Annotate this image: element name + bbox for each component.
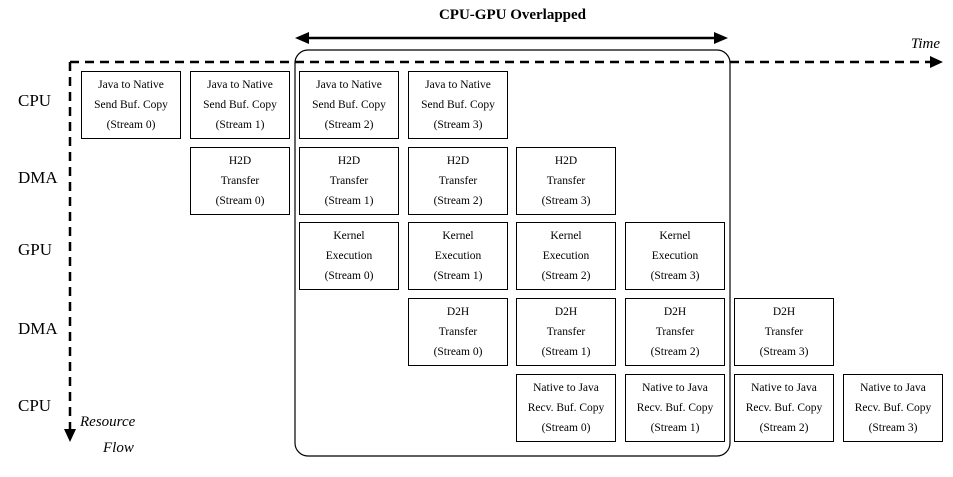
row-label-cpu-send: CPU [18,91,52,110]
block-text-line: (Stream 2) [759,422,809,434]
block-text-line: Transfer [438,175,478,187]
block-text-line: D2H [554,306,578,318]
block-text-line: Kernel [659,230,691,242]
pipeline-block: D2H Transfer (Stream 3) [734,298,834,366]
block-text-line: Recv. Buf. Copy [745,402,823,414]
block-text-line: Execution [651,250,699,262]
overlap-title: CPU-GPU Overlapped [438,7,587,23]
overlap-arrow-left-head [295,32,309,44]
row-label-dma-h2d: DMA [18,168,58,187]
resource-axis-arrowhead [64,429,76,442]
block-text-line: (Stream 2) [541,270,591,282]
block-text-line: (Stream 3) [759,346,809,358]
block-text-line: (Stream 0) [215,195,265,207]
block-text-line: Java to Native [316,79,382,91]
block-text-line: Transfer [546,326,586,338]
time-axis-arrowhead [930,56,943,68]
block-text-line: Recv. Buf. Copy [636,402,714,414]
block-text-line: Execution [325,250,373,262]
overlap-region-box [294,49,731,457]
block-text-line: Execution [434,250,482,262]
block-text-line: D2H [446,306,470,318]
pipeline-block: D2H Transfer (Stream 1) [516,298,616,366]
overlap-arrow-right-head [714,32,728,44]
block-text-line: Java to Native [98,79,164,91]
block-text-line: Java to Native [425,79,491,91]
block-text-line: D2H [772,306,796,318]
resource-axis-label-line2: Flow [103,440,134,456]
block-text-line: Execution [542,250,590,262]
block-text-line: Transfer [764,326,804,338]
block-text-line: Transfer [546,175,586,187]
pipeline-block: D2H Transfer (Stream 2) [625,298,725,366]
block-text-line: Native to Java [642,382,708,394]
block-text-line: (Stream 3) [650,270,700,282]
block-text-line: H2D [337,155,361,167]
block-text-line: (Stream 3) [541,195,591,207]
pipeline-block: D2H Transfer (Stream 0) [408,298,508,366]
block-text-line: Transfer [655,326,695,338]
pipeline-block: H2D Transfer (Stream 2) [408,147,508,215]
block-text-line: (Stream 2) [433,195,483,207]
block-text-line: Native to Java [533,382,599,394]
block-text-line: (Stream 1) [650,422,700,434]
block-text-line: (Stream 1) [433,270,483,282]
block-text-line: Transfer [220,175,260,187]
block-text-line: (Stream 1) [541,346,591,358]
block-text-line: Native to Java [751,382,817,394]
block-text-line: Kernel [550,230,582,242]
block-text-line: Kernel [333,230,365,242]
block-text-line: Recv. Buf. Copy [527,402,605,414]
block-text-line: Send Buf. Copy [203,99,277,111]
block-text-line: (Stream 0) [106,119,156,131]
block-text-line: Kernel [442,230,474,242]
block-text-line: Native to Java [860,382,926,394]
row-label-dma-d2h: DMA [18,319,58,338]
block-text-line: H2D [446,155,470,167]
resource-axis-label-line1: Resource [80,414,136,430]
block-text-line: H2D [228,155,252,167]
block-text-line: (Stream 0) [324,270,374,282]
pipeline-block: H2D Transfer (Stream 0) [190,147,290,215]
block-text-line: (Stream 0) [433,346,483,358]
block-text-line: Send Buf. Copy [421,99,495,111]
block-text-line: Send Buf. Copy [94,99,168,111]
row-label-cpu-recv: CPU [18,396,52,415]
block-text-line: Java to Native [207,79,273,91]
block-text-line: D2H [663,306,687,318]
block-text-line: (Stream 1) [215,119,265,131]
block-text-line: (Stream 3) [868,422,918,434]
block-text-line: Transfer [329,175,369,187]
time-axis-label: Time [910,36,940,52]
pipeline-block: H2D Transfer (Stream 1) [299,147,399,215]
pipeline-block: H2D Transfer (Stream 3) [516,147,616,215]
block-text-line: Recv. Buf. Copy [854,402,932,414]
block-text-line: H2D [554,155,578,167]
block-text-line: (Stream 2) [324,119,374,131]
block-text-line: (Stream 1) [324,195,374,207]
block-text-line: (Stream 0) [541,422,591,434]
block-text-line: (Stream 3) [433,119,483,131]
block-text-line: Transfer [438,326,478,338]
row-label-gpu: GPU [18,240,53,259]
block-text-line: Send Buf. Copy [312,99,386,111]
block-text-line: (Stream 2) [650,346,700,358]
